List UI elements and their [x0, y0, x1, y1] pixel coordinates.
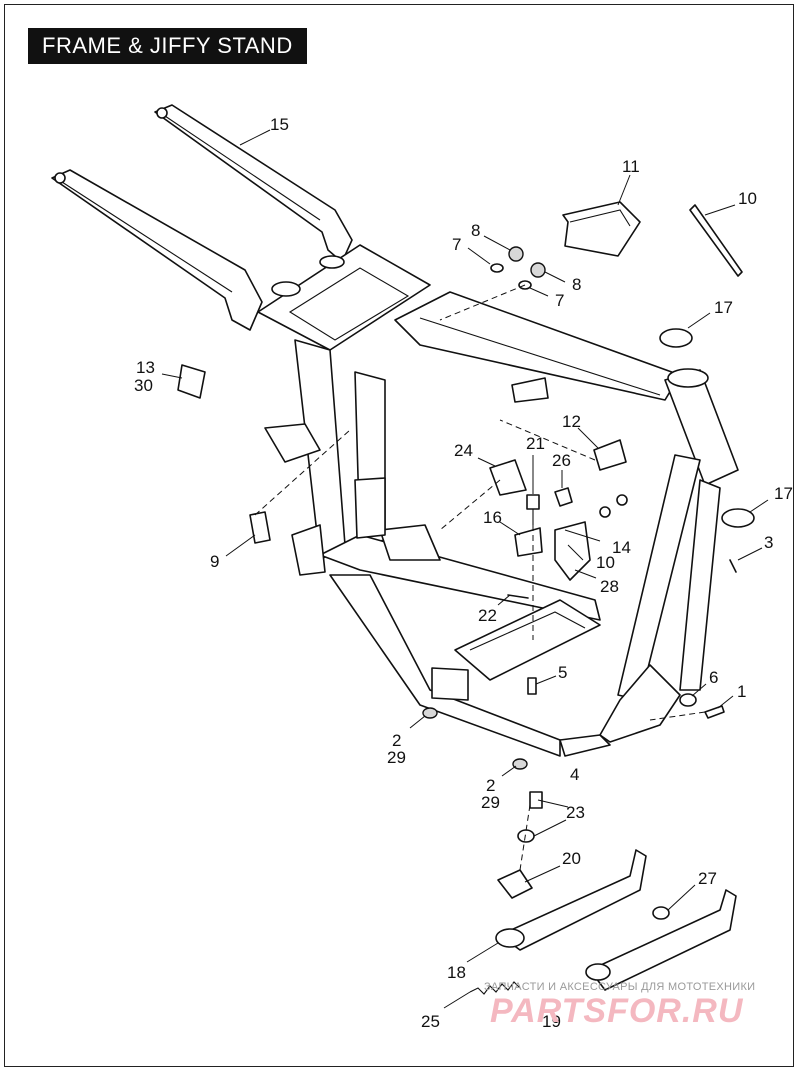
callout-2: 2: [486, 776, 495, 795]
callout-18: 18: [447, 963, 466, 982]
part-24-clip: [489, 459, 527, 496]
assembly-lines: [254, 284, 706, 871]
callout-13: 13: [136, 358, 155, 377]
callout-19: 19: [542, 1012, 561, 1031]
callout-23: 23: [566, 803, 585, 822]
part-2-nuts: [422, 707, 528, 770]
callout-21: 21: [526, 434, 545, 453]
part-22-bolt: [507, 594, 529, 599]
callout-8: 8: [572, 275, 581, 294]
callout-5: 5: [558, 663, 567, 682]
callout-29: 29: [387, 748, 406, 767]
callout-27: 27: [698, 869, 717, 888]
callout-4: 4: [570, 765, 579, 784]
callout-3: 3: [764, 533, 773, 552]
callout-6: 6: [709, 668, 718, 687]
part-16-bracket: [514, 527, 543, 557]
callout-2: 2: [392, 731, 401, 750]
callout-30: 30: [134, 376, 153, 395]
part-13-label: [177, 364, 206, 399]
callout-22: 22: [478, 606, 497, 625]
diagram-border: [4, 4, 794, 1067]
callout-10: 10: [738, 189, 757, 208]
callout-20: 20: [562, 849, 581, 868]
callout-17: 17: [774, 484, 793, 503]
part-10-tie-strap: [689, 204, 743, 277]
callout-7: 7: [555, 291, 564, 310]
callout-14: 14: [612, 538, 631, 557]
part-14-bolts: [599, 494, 628, 518]
part-1-pin: [704, 705, 725, 719]
main-frame: [257, 244, 739, 757]
callout-8: 8: [471, 221, 480, 240]
frame-rail-rear: [51, 104, 353, 331]
callout-29: 29: [481, 793, 500, 812]
part-3-pin: [729, 559, 737, 573]
part-6-washer: [679, 693, 697, 707]
callout-28: 28: [600, 577, 619, 596]
callout-7: 7: [452, 235, 461, 254]
callout-25: 25: [421, 1012, 440, 1031]
part-11-cover: [562, 201, 641, 257]
part-5-screw: [527, 677, 537, 695]
callouts: 15 11 10 8 7 8 7 17 13 30 12 21 24 26 17…: [134, 115, 793, 1031]
part-8-nuts: [508, 246, 546, 278]
callout-26: 26: [552, 451, 571, 470]
part-21-screw: [526, 494, 540, 525]
part-17-bearing-cups: [659, 328, 755, 528]
callout-10: 10: [596, 553, 615, 572]
callout-12: 12: [562, 412, 581, 431]
watermark: ЗАПЧАСТИ И АКСЕССУАРЫ ДЛЯ МОТОТЕХНИКИ PA…: [484, 981, 755, 1030]
callout-17: 17: [714, 298, 733, 317]
leader-lines: [161, 129, 769, 1009]
callout-1: 1: [737, 682, 746, 701]
jiffy-stand-assembly: [469, 791, 737, 995]
callout-11: 11: [622, 157, 640, 176]
watermark-tagline: ЗАПЧАСТИ И АКСЕССУАРЫ ДЛЯ МОТОТЕХНИКИ: [484, 981, 755, 993]
part-9-bracket: [249, 511, 271, 544]
part-28-clamp: [554, 521, 591, 581]
callout-16: 16: [483, 508, 502, 527]
callout-9: 9: [210, 552, 219, 571]
callout-24: 24: [454, 441, 473, 460]
watermark-brand: PARTSFOR.RU: [490, 992, 744, 1030]
callout-15: 15: [270, 115, 289, 134]
part-12-plug: [593, 439, 627, 471]
part-26-clip: [554, 487, 573, 507]
diagram-title: FRAME & JIFFY STAND: [28, 28, 307, 64]
